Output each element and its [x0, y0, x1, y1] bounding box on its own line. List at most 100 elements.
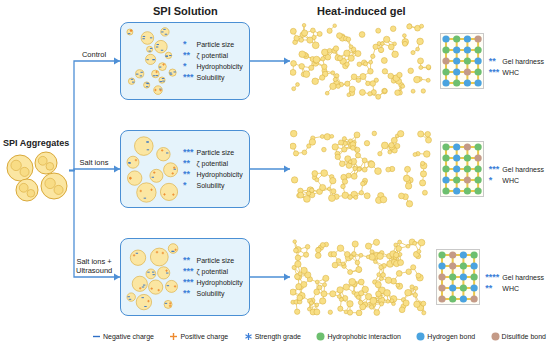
network-particle — [386, 167, 391, 172]
property-name: Gel hardness — [502, 273, 544, 282]
network-particle — [351, 173, 357, 179]
protein-particle — [127, 156, 139, 168]
positive-charge — [165, 270, 167, 271]
network-particle — [388, 44, 394, 50]
network-particle — [418, 239, 425, 246]
positive-charge — [163, 194, 165, 195]
bond-dot — [464, 176, 471, 183]
network-particle — [346, 173, 351, 178]
bond-dot — [442, 187, 449, 194]
connector — [69, 171, 120, 281]
protein-particle — [127, 293, 135, 301]
network-particle — [322, 147, 327, 152]
network-particle — [347, 301, 353, 307]
bond-dot — [442, 79, 449, 86]
property-name: WHC — [502, 176, 544, 185]
connector-line — [69, 169, 120, 171]
network-particle — [421, 301, 426, 306]
edge-label: Salt ions — [76, 158, 112, 167]
legend-item: Negative charge — [92, 332, 154, 341]
gel-property-list: ***Gel hardness*WHC — [489, 165, 544, 185]
bond-dot — [474, 176, 481, 183]
network-particle — [359, 32, 365, 38]
bond-dot — [453, 143, 460, 150]
network-particle — [389, 144, 395, 150]
network-particle — [398, 131, 404, 137]
network-particle — [358, 279, 364, 285]
negative-charge — [153, 274, 155, 275]
strength-grade: *** — [183, 73, 194, 82]
negative-charge — [174, 169, 176, 170]
network-particle — [293, 151, 298, 156]
gel-panel: ****Gel hardness**WHC — [290, 238, 546, 316]
inner-particle — [54, 185, 63, 194]
network-particle — [364, 193, 370, 199]
network-particle — [317, 285, 322, 290]
bond-dot — [464, 165, 471, 172]
protein-particle — [135, 137, 154, 156]
network-particle — [312, 78, 319, 85]
network-particle — [397, 72, 402, 77]
legend-swatch — [244, 332, 253, 341]
network-particle — [388, 73, 394, 79]
network-particle — [333, 24, 337, 28]
network-particle — [299, 51, 306, 58]
bond-dot — [439, 284, 446, 291]
network-particle — [413, 293, 418, 298]
bond-dot — [453, 79, 460, 86]
network-particle — [405, 166, 411, 172]
network-particle — [343, 284, 349, 290]
strength-grade: * — [183, 62, 194, 71]
network-particle — [307, 37, 313, 43]
bond-dot — [474, 165, 481, 172]
network-particle — [377, 273, 381, 277]
bond-dot — [460, 251, 467, 258]
network-particle — [383, 89, 387, 93]
legend-text: Hydrophobic interaction — [327, 333, 401, 340]
bond-dot — [442, 165, 449, 172]
network-particle — [330, 83, 337, 90]
network-particle — [414, 286, 418, 290]
protein-particle — [161, 28, 169, 36]
positive-charge — [155, 71, 157, 72]
network-particle — [361, 60, 366, 65]
negative-charge — [150, 48, 152, 49]
network-particle — [403, 175, 410, 182]
property-name: ζ potential — [197, 159, 243, 168]
negative-charge — [136, 74, 138, 75]
bond-dot — [460, 284, 467, 291]
negative-charge — [166, 56, 168, 57]
column-heading: SPI Solution — [153, 5, 218, 17]
network-particle — [370, 298, 377, 305]
network-particle — [337, 287, 343, 293]
negative-charge — [147, 149, 149, 150]
network-particle — [335, 154, 340, 159]
network-particle — [354, 132, 360, 138]
bond-dot — [474, 187, 481, 194]
network-particle — [351, 146, 356, 151]
negative-charge — [169, 72, 171, 73]
network-particle — [316, 247, 321, 252]
arrow-head — [284, 274, 290, 281]
network-particle — [328, 310, 332, 314]
network-particle — [356, 267, 362, 273]
protein-particle — [130, 250, 145, 265]
gel-panel: ***Gel hardness*WHC — [290, 130, 546, 208]
negative-charge — [159, 67, 161, 68]
legend-swatch-dot — [491, 332, 499, 340]
network-particle — [322, 64, 327, 69]
network-particle — [369, 305, 373, 309]
network-particle — [331, 189, 336, 194]
protein-particle — [136, 294, 151, 309]
aggregate-cluster: SPI Aggregates — [3, 138, 69, 203]
network-particle — [384, 36, 390, 42]
network-particle — [302, 23, 306, 27]
positive-charge — [148, 300, 149, 302]
property-name: Hydrophobicity — [197, 62, 243, 71]
network-particle — [359, 253, 363, 257]
network-particle — [332, 262, 338, 268]
network-particle — [324, 134, 330, 140]
protein-particle — [127, 29, 133, 35]
network-particle — [382, 69, 387, 74]
network-particle — [373, 44, 378, 49]
